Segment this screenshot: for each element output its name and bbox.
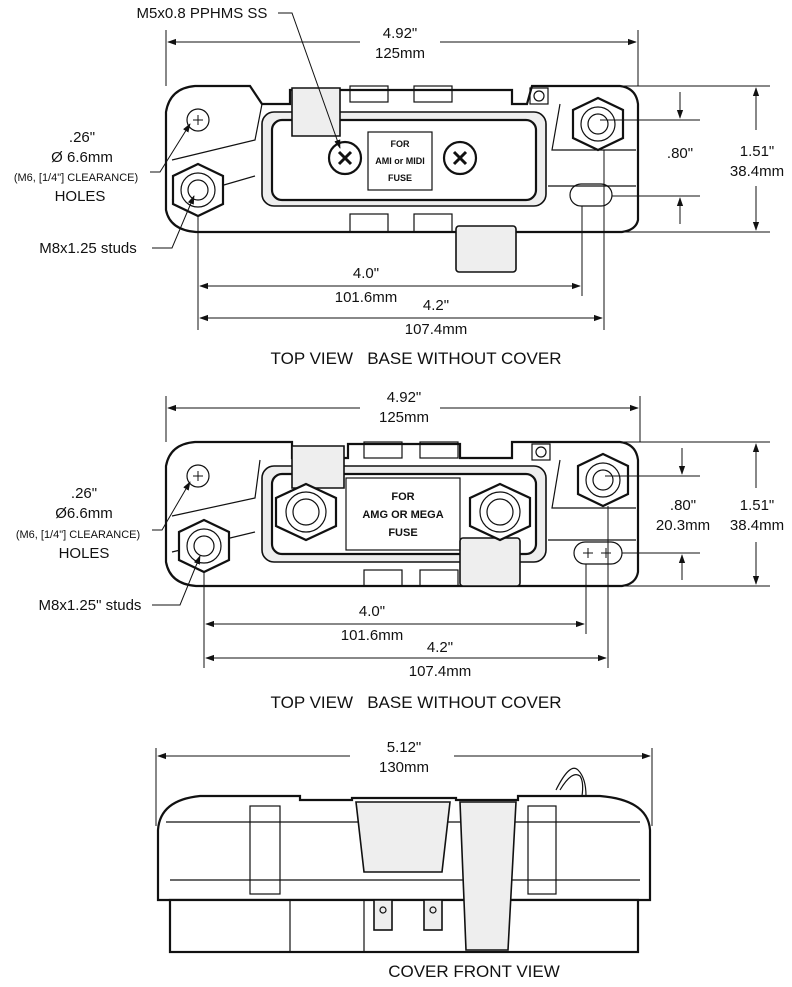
blade-terminal-icon (373, 899, 443, 931)
width-in-3: 5.12" (387, 739, 422, 756)
stud-icon (576, 452, 630, 508)
fuse-label-2c: FUSE (388, 527, 417, 539)
clip-2 (291, 445, 345, 489)
mounting-hole-icon (186, 108, 210, 132)
top-view-2: FOR AMG OR MEGA FUSE (164, 440, 640, 588)
holes-1: HOLES (55, 188, 106, 205)
span1-mm-2: 101.6mm (341, 627, 404, 644)
caption-1: TOP VIEW BASE WITHOUT COVER (271, 349, 562, 368)
dimensions-view-3: 5.12" 130mm COVER FRONT VIEW (155, 739, 653, 981)
stud-icon (177, 518, 231, 574)
hole-mm-1: Ø 6.6mm (51, 149, 113, 166)
span1-in-1: 4.0" (353, 265, 379, 282)
dimensions-view-1: 4.92" 125mm M5x0.8 PPHMS SS .80" 1.51" 3… (14, 5, 784, 368)
inner-mm-2: 20.3mm (656, 517, 710, 534)
clearance-2: (M6, [1/4"] CLEARANCE) (16, 529, 140, 541)
height-in-2: 1.51" (740, 497, 775, 514)
dimensions-view-2: 4.92" 125mm .80" 20.3mm 1.51" 38.4mm .26… (16, 389, 784, 712)
hole-in-1: .26" (69, 129, 95, 146)
height-in-1: 1.51" (740, 143, 775, 160)
span1-in-2: 4.0" (359, 603, 385, 620)
width-mm-3: 130mm (379, 759, 429, 776)
height-mm-1: 38.4mm (730, 163, 784, 180)
phillips-screw-icon (327, 140, 363, 176)
phillips-screw-icon (442, 140, 478, 176)
width-in-2: 4.92" (387, 389, 422, 406)
stud-icon (171, 162, 225, 218)
height-mm-2: 38.4mm (730, 517, 784, 534)
clearance-1: (M6, [1/4"] CLEARANCE) (14, 172, 138, 184)
width-in-1: 4.92" (383, 25, 418, 42)
caption-3: COVER FRONT VIEW (388, 962, 560, 981)
span1-mm-1: 101.6mm (335, 289, 398, 306)
slot-hole-icon (569, 183, 613, 207)
top-view-1: FOR AMI or MIDI FUSE (164, 84, 640, 273)
span2-mm-2: 107.4mm (409, 663, 472, 680)
inner-in-2: .80" (670, 497, 696, 514)
mounting-hole-icon (186, 464, 210, 488)
clip-1 (291, 87, 341, 137)
span2-mm-1: 107.4mm (405, 321, 468, 338)
studs-1: M8x1.25 studs (39, 240, 137, 257)
cover-front-view (156, 767, 652, 954)
fuse-label-2a: FOR (391, 491, 414, 503)
span2-in-1: 4.2" (423, 297, 449, 314)
screw-label: M5x0.8 PPHMS SS (137, 5, 268, 22)
hole-in-2: .26" (71, 485, 97, 502)
holes-2: HOLES (59, 545, 110, 562)
hole-mm-2: Ø6.6mm (55, 505, 113, 522)
fuse-terminal-icon (468, 482, 532, 542)
fuse-label-1c: FUSE (388, 173, 412, 183)
stud-icon (571, 96, 625, 152)
inner-in-1: .80" (667, 145, 693, 162)
fuse-terminal-icon (274, 482, 338, 542)
fuse-label-1b: AMI or MIDI (375, 156, 425, 166)
caption-2: TOP VIEW BASE WITHOUT COVER (271, 693, 562, 712)
studs-2: M8x1.25" studs (39, 597, 142, 614)
fuse-label-2b: AMG OR MEGA (362, 509, 443, 521)
width-mm-1: 125mm (375, 45, 425, 62)
fuse-label-1a: FOR (391, 139, 410, 149)
width-mm-2: 125mm (379, 409, 429, 426)
span2-in-2: 4.2" (427, 639, 453, 656)
